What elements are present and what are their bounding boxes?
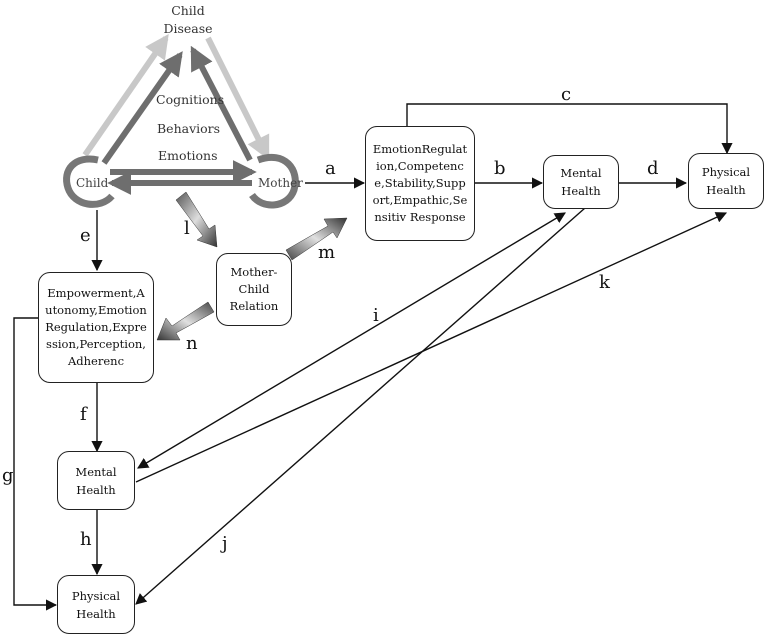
path-label-l: l <box>184 218 190 239</box>
tri-dark-left <box>101 51 183 165</box>
tri-dark-right <box>190 45 253 162</box>
path-label-e: e <box>80 225 91 246</box>
arrow-l <box>175 191 218 248</box>
node-mother: Mother <box>258 176 303 190</box>
path-label-d: d <box>647 158 659 179</box>
path-label-a: a <box>325 158 336 179</box>
box-child-traits: Empowerment,Autonomy,EmotionRegulation,E… <box>38 272 154 383</box>
path-lines <box>13 103 733 611</box>
mother-self-loop <box>249 153 299 209</box>
path-label-j: j <box>222 533 228 554</box>
box-mother-traits: EmotionRegulation,Competence,Stability,S… <box>365 126 475 241</box>
line-i <box>137 212 566 469</box>
child-self-loop <box>63 155 115 208</box>
arrow-m <box>285 217 348 261</box>
node-child: Child <box>76 176 109 190</box>
tri-light-right <box>205 36 270 161</box>
line-g <box>13 317 58 611</box>
path-label-f: f <box>80 404 87 425</box>
line-c <box>406 103 733 155</box>
path-label-c: c <box>561 84 572 105</box>
path-label-h: h <box>80 529 92 550</box>
path-label-k: k <box>599 272 610 293</box>
label-behaviors: Behaviors <box>157 121 221 136</box>
path-label-g: g <box>2 465 14 486</box>
line-k <box>135 212 728 483</box>
label-emotions: Emotions <box>158 148 218 163</box>
path-label-i: i <box>373 305 379 326</box>
label-cognitions: Cognitions <box>156 92 225 107</box>
line-j <box>135 207 586 605</box>
path-label-n: n <box>186 333 198 354</box>
tri-light-left <box>82 34 169 157</box>
path-label-m: m <box>318 242 336 263</box>
triangle-arrows <box>82 34 270 195</box>
path-label-b: b <box>494 158 506 179</box>
node-child-disease: Child Disease <box>163 3 213 36</box>
